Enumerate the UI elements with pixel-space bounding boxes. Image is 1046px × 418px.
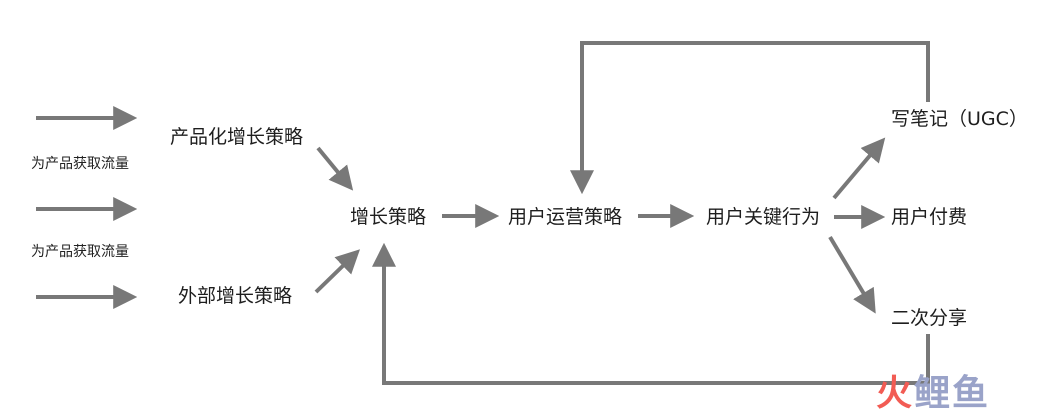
- arrow-product-to-growth: [316, 146, 354, 191]
- arrow-keybehavior-to-share: [828, 235, 876, 314]
- arrow-keybehavior-to-notes: [832, 137, 886, 200]
- watermark-part-1: 火: [876, 373, 915, 414]
- node-growth-strategy: 增长策略: [350, 206, 427, 228]
- loop-arrow-share-to-growth: [372, 242, 930, 385]
- node-write-notes-ugc: 写笔记（UGC）: [891, 108, 1028, 130]
- arrow-external-to-growth: [314, 249, 361, 294]
- node-user-payment: 用户付费: [891, 206, 968, 228]
- node-secondary-share: 二次分享: [891, 307, 968, 329]
- node-user-ops-strategy: 用户运营策略: [508, 206, 623, 228]
- node-external-growth: 外部增长策略: [178, 285, 293, 307]
- node-user-key-behavior: 用户关键行为: [706, 206, 821, 228]
- loop-arrow-notes-to-userops: [570, 41, 930, 195]
- traffic-label-2: 为产品获取流量: [31, 244, 129, 260]
- node-product-growth: 产品化增长策略: [170, 126, 304, 148]
- watermark-logo: 火鲤鱼: [876, 376, 990, 412]
- watermark-part-2: 鲤鱼: [914, 373, 991, 414]
- traffic-label-1: 为产品获取流量: [31, 156, 129, 172]
